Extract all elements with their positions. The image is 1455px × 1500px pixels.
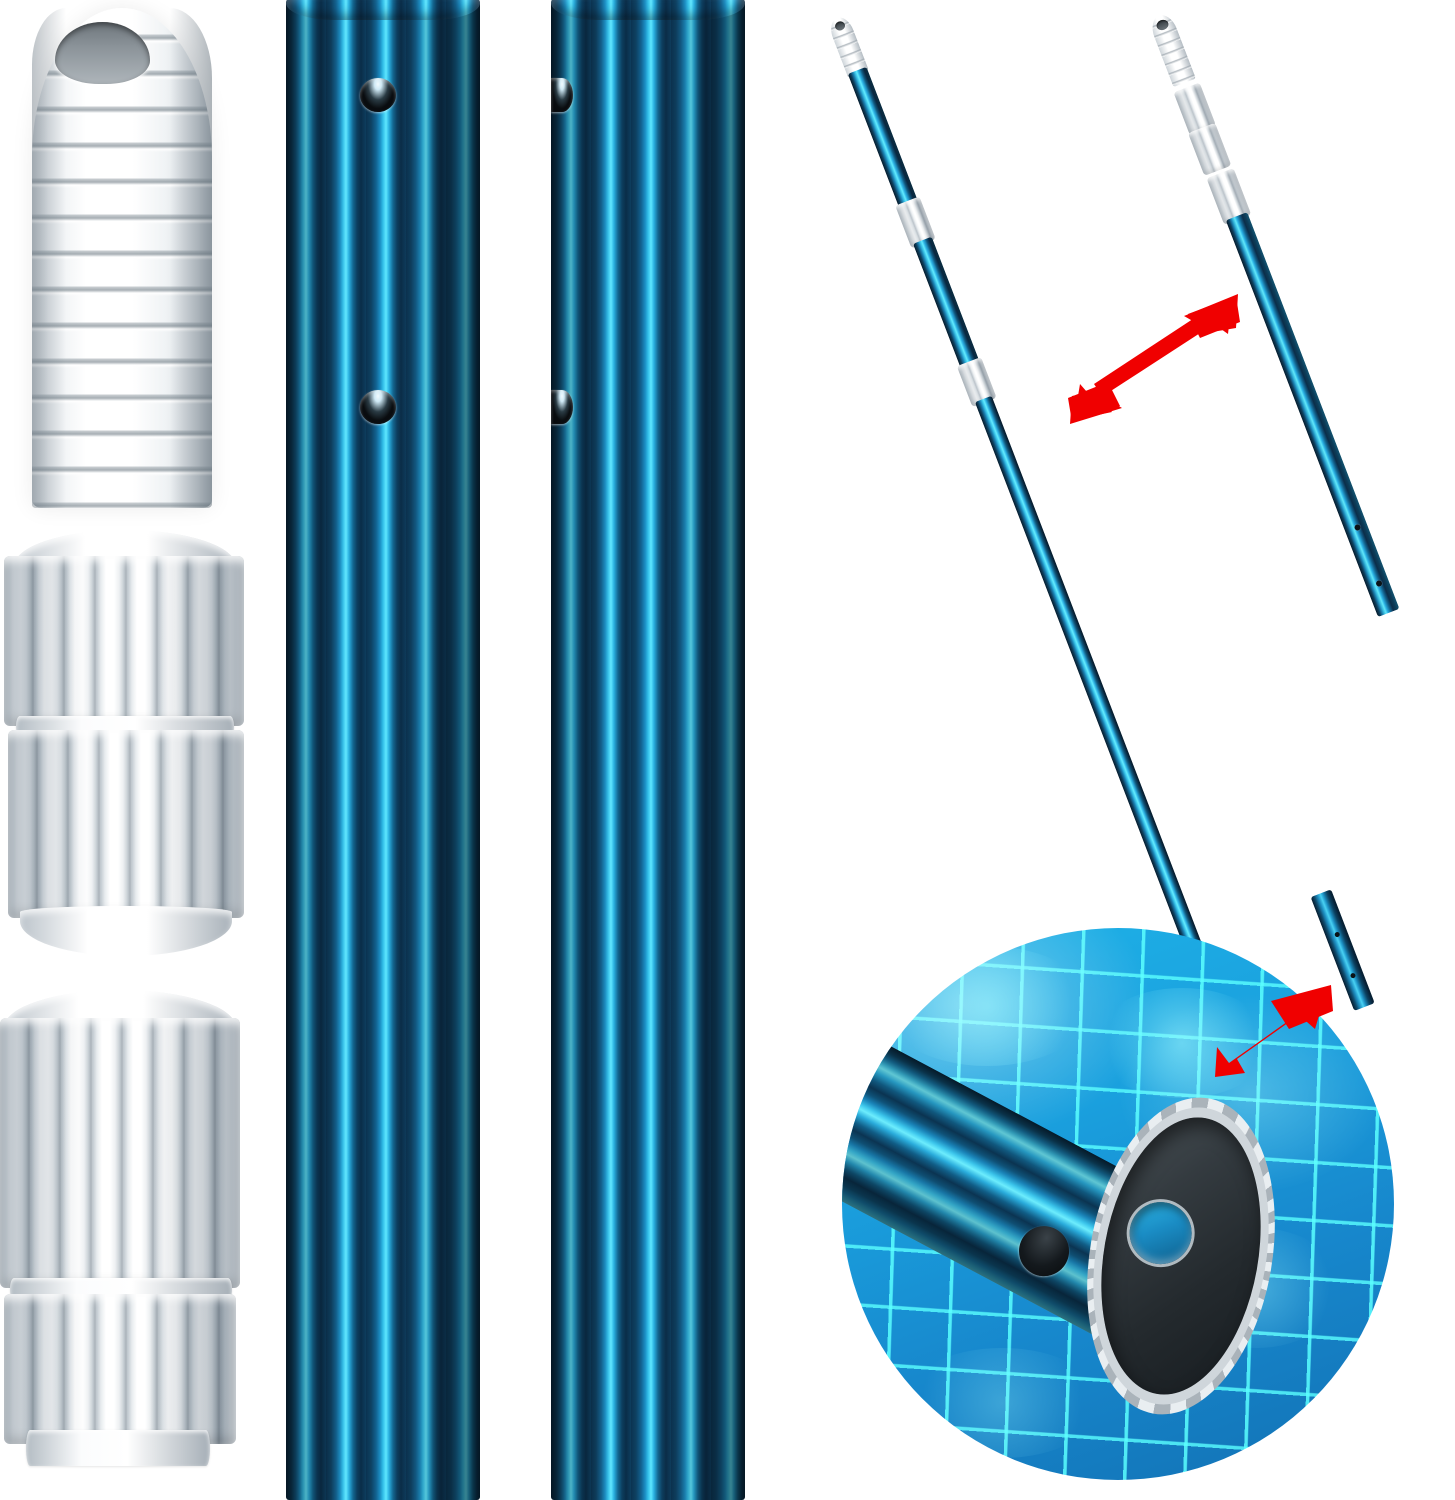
telescoping-comparison [770,0,1455,1060]
pole-collapsed-tube [1225,212,1400,618]
length-adjust-arrow [1060,288,1250,428]
pole-segment-1-body [286,0,480,1500]
pole-segment-2 [551,0,745,1500]
adjustment-hole [360,78,396,112]
collar-4[interactable] [4,1294,236,1444]
collar-4-skirt [26,1430,210,1466]
inset-callout-arrow [1215,985,1335,1080]
pole-segment-2-cap [551,0,745,20]
pole-collapsed-grip [1147,11,1196,88]
pole-extended [825,13,1222,993]
pole-extended-tube-upper [847,66,919,211]
pole-segment-2-body [551,0,745,1500]
pole-extended-tube-lower [974,395,1219,993]
adjustment-hole [551,78,573,112]
grip-shade-right [170,8,212,508]
grip-shade-left [32,8,66,508]
adjustment-hole [551,390,573,424]
blue-band-bottom [36,1460,200,1500]
handle-assembly [0,0,265,1500]
pole-segment-1 [286,0,480,1500]
collar-3[interactable] [0,1018,240,1288]
pole-extended-tube-mid [912,236,980,369]
adjustment-hole [360,390,396,424]
pole-segment-1-cap [286,0,480,20]
collar-2[interactable] [8,730,244,918]
hanging-eyelet-icon [55,22,150,84]
cutaway-end-group [1063,1082,1299,1430]
collar-1[interactable] [4,556,244,726]
